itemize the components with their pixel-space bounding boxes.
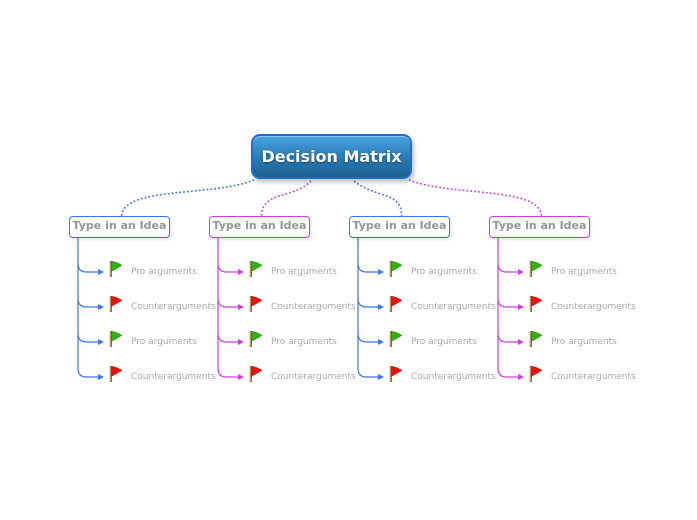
branch-topic-3[interactable]: Type in an Idea	[349, 216, 450, 238]
child-topic-label: Counterarguments	[551, 302, 636, 312]
branch-tree-lines	[357, 238, 384, 380]
branch-group-3: Type in an Idea Pro arguments Counterarg…	[349, 216, 496, 406]
red-flag-icon	[109, 365, 123, 382]
branch-topic-label: Type in an Idea	[352, 219, 447, 232]
child-topic[interactable]: Pro arguments	[247, 260, 347, 278]
arrow-icon	[518, 339, 524, 345]
child-topic-label: Pro arguments	[551, 267, 617, 277]
green-flag-icon	[389, 330, 403, 347]
child-topic[interactable]: Counterarguments	[107, 295, 216, 313]
green-flag-icon	[249, 260, 263, 277]
child-topic[interactable]: Counterarguments	[387, 365, 496, 383]
child-topic[interactable]: Pro arguments	[527, 260, 627, 278]
branch-topic-label: Type in an Idea	[72, 219, 167, 232]
root-node-label: Decision Matrix	[261, 147, 402, 166]
green-flag-icon	[529, 260, 543, 277]
child-topic[interactable]: Counterarguments	[387, 295, 496, 313]
green-flag-icon	[109, 260, 123, 277]
arrow-icon	[98, 339, 104, 345]
arrow-icon	[378, 269, 384, 275]
arrow-icon	[238, 269, 244, 275]
child-topic[interactable]: Pro arguments	[387, 330, 487, 348]
arrow-icon	[238, 374, 244, 380]
branch-topic-label: Type in an Idea	[492, 219, 587, 232]
child-topic-label: Counterarguments	[131, 302, 216, 312]
green-flag-icon	[109, 330, 123, 347]
arrow-icon	[378, 304, 384, 310]
connector-root-branch-3	[353, 180, 403, 217]
branch-tree-lines	[497, 238, 524, 380]
arrow-icon	[518, 374, 524, 380]
red-flag-icon	[389, 295, 403, 312]
child-topic-label: Pro arguments	[411, 267, 477, 277]
arrow-icon	[98, 304, 104, 310]
connector-root-branch-4	[408, 179, 543, 217]
child-topic-label: Pro arguments	[271, 337, 337, 347]
branch-group-2: Type in an Idea Pro arguments Counterarg…	[209, 216, 356, 406]
red-flag-icon	[529, 295, 543, 312]
child-topic[interactable]: Pro arguments	[387, 260, 487, 278]
branch-tree-lines	[217, 238, 244, 380]
child-topic-label: Counterarguments	[131, 372, 216, 382]
arrow-icon	[518, 269, 524, 275]
arrow-icon	[238, 339, 244, 345]
child-topic[interactable]: Counterarguments	[247, 295, 356, 313]
connector-root-branch-1	[120, 179, 255, 217]
green-flag-icon	[529, 330, 543, 347]
root-node[interactable]: Decision Matrix	[251, 134, 412, 179]
child-topic[interactable]: Counterarguments	[247, 365, 356, 383]
child-topic[interactable]: Pro arguments	[247, 330, 347, 348]
arrow-icon	[378, 374, 384, 380]
branch-topic-1[interactable]: Type in an Idea	[69, 216, 170, 238]
branch-group-1: Type in an Idea Pro arguments Counterarg…	[69, 216, 216, 406]
child-topic[interactable]: Counterarguments	[527, 365, 636, 383]
child-topic-label: Pro arguments	[131, 337, 197, 347]
arrow-icon	[378, 339, 384, 345]
child-topic-label: Pro arguments	[131, 267, 197, 277]
child-topic-label: Counterarguments	[551, 372, 636, 382]
branch-group-4: Type in an Idea Pro arguments Counterarg…	[489, 216, 636, 406]
child-topic-label: Pro arguments	[271, 267, 337, 277]
child-topic[interactable]: Counterarguments	[107, 365, 216, 383]
connector-root-branch-2	[260, 180, 312, 217]
green-flag-icon	[389, 260, 403, 277]
red-flag-icon	[529, 365, 543, 382]
red-flag-icon	[249, 365, 263, 382]
branch-tree-lines	[77, 238, 104, 380]
child-topic-label: Counterarguments	[271, 372, 356, 382]
green-flag-icon	[249, 330, 263, 347]
arrow-icon	[98, 269, 104, 275]
red-flag-icon	[389, 365, 403, 382]
child-topic-label: Pro arguments	[411, 337, 477, 347]
child-topic-label: Counterarguments	[411, 372, 496, 382]
child-topic[interactable]: Pro arguments	[107, 260, 207, 278]
red-flag-icon	[249, 295, 263, 312]
arrow-icon	[518, 304, 524, 310]
arrow-icon	[98, 374, 104, 380]
child-topic[interactable]: Pro arguments	[107, 330, 207, 348]
child-topic[interactable]: Counterarguments	[527, 295, 636, 313]
child-topic-label: Pro arguments	[551, 337, 617, 347]
child-topic[interactable]: Pro arguments	[527, 330, 627, 348]
arrow-icon	[238, 304, 244, 310]
child-topic-label: Counterarguments	[411, 302, 496, 312]
child-topic-label: Counterarguments	[271, 302, 356, 312]
branch-topic-label: Type in an Idea	[212, 219, 307, 232]
red-flag-icon	[109, 295, 123, 312]
branch-topic-4[interactable]: Type in an Idea	[489, 216, 590, 238]
branch-topic-2[interactable]: Type in an Idea	[209, 216, 310, 238]
